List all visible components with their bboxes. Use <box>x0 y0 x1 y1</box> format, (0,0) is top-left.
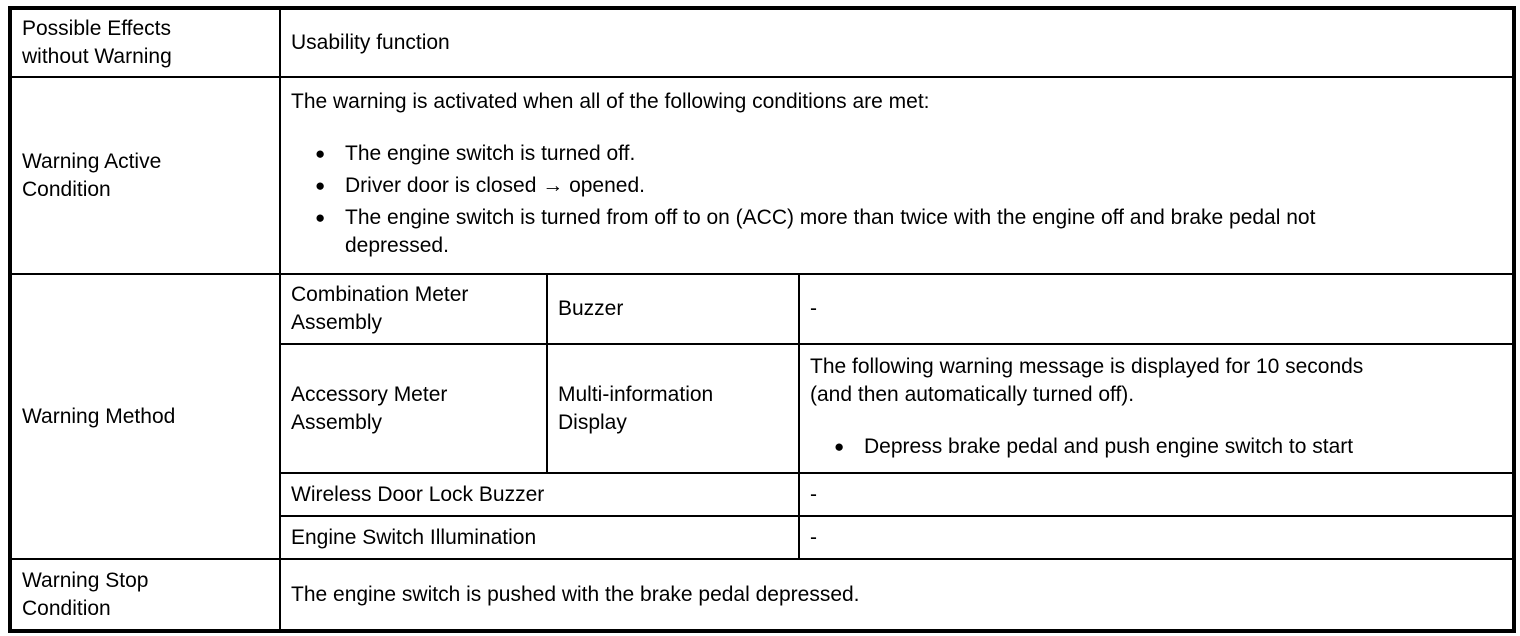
method-component: Wireless Door Lock Buzzer <box>279 472 800 517</box>
warning-active-content: The warning is activated when all of the… <box>278 76 1516 275</box>
warning-active-label: Warning Active Condition <box>9 76 281 275</box>
method-description: - <box>797 273 1516 345</box>
warning-spec-table: Possible Effects without Warning Usabili… <box>8 6 1517 633</box>
method-part: Multi-information Display <box>546 343 800 474</box>
possible-effects-value: Usability function <box>278 7 1516 78</box>
warning-method-label: Warning Method <box>9 273 281 560</box>
warning-active-bullet-list: ● The engine switch is turned off. ● Dri… <box>291 140 1502 260</box>
row-warning-active: Warning Active Condition The warning is … <box>9 76 1516 275</box>
row-warning-method-wireless: Wireless Door Lock Buzzer - <box>10 472 1516 517</box>
method-description: - <box>797 472 1516 517</box>
bullet-icon: ● <box>315 175 326 195</box>
condition-text: Driver door is closed → opened. <box>345 173 645 197</box>
bullet-icon: ● <box>315 143 326 163</box>
method-description: - <box>797 515 1516 560</box>
display-message-bullet-list: ● Depress brake pedal and push engine sw… <box>810 433 1502 461</box>
list-item: ● The engine switch is turned from off t… <box>315 204 1502 260</box>
condition-text: The engine switch is turned off. <box>345 141 636 165</box>
method-component: Accessory Meter Assembly <box>279 343 548 474</box>
row-warning-method-illumination: Engine Switch Illumination - <box>10 515 1516 560</box>
display-message-intro: The following warning message is display… <box>810 354 1364 406</box>
list-item: ● Depress brake pedal and push engine sw… <box>834 433 1502 461</box>
method-part: Buzzer <box>546 273 800 345</box>
condition-text: The engine switch is turned from off to … <box>345 205 1316 257</box>
row-possible-effects: Possible Effects without Warning Usabili… <box>9 7 1516 78</box>
bullet-icon: ● <box>315 207 326 227</box>
list-item: ● Driver door is closed → opened. <box>315 172 1502 200</box>
method-component: Combination Meter Assembly <box>279 273 548 345</box>
warning-active-intro: The warning is activated when all of the… <box>291 89 930 113</box>
method-component: Engine Switch Illumination <box>279 515 800 560</box>
bullet-icon: ● <box>834 436 845 456</box>
row-warning-method-buzzer: Warning Method Combination Meter Assembl… <box>9 273 1516 560</box>
possible-effects-label: Possible Effects without Warning <box>9 7 281 78</box>
row-warning-stop: Warning Stop Condition The engine switch… <box>9 558 1516 632</box>
warning-stop-label: Warning Stop Condition <box>9 558 281 632</box>
display-message-text: Depress brake pedal and push engine swit… <box>864 434 1354 458</box>
row-warning-method-display: Accessory Meter Assembly Multi-informati… <box>10 343 1516 474</box>
list-item: ● The engine switch is turned off. <box>315 140 1502 168</box>
method-description: The following warning message is display… <box>797 343 1516 474</box>
warning-stop-value: The engine switch is pushed with the bra… <box>278 558 1516 632</box>
